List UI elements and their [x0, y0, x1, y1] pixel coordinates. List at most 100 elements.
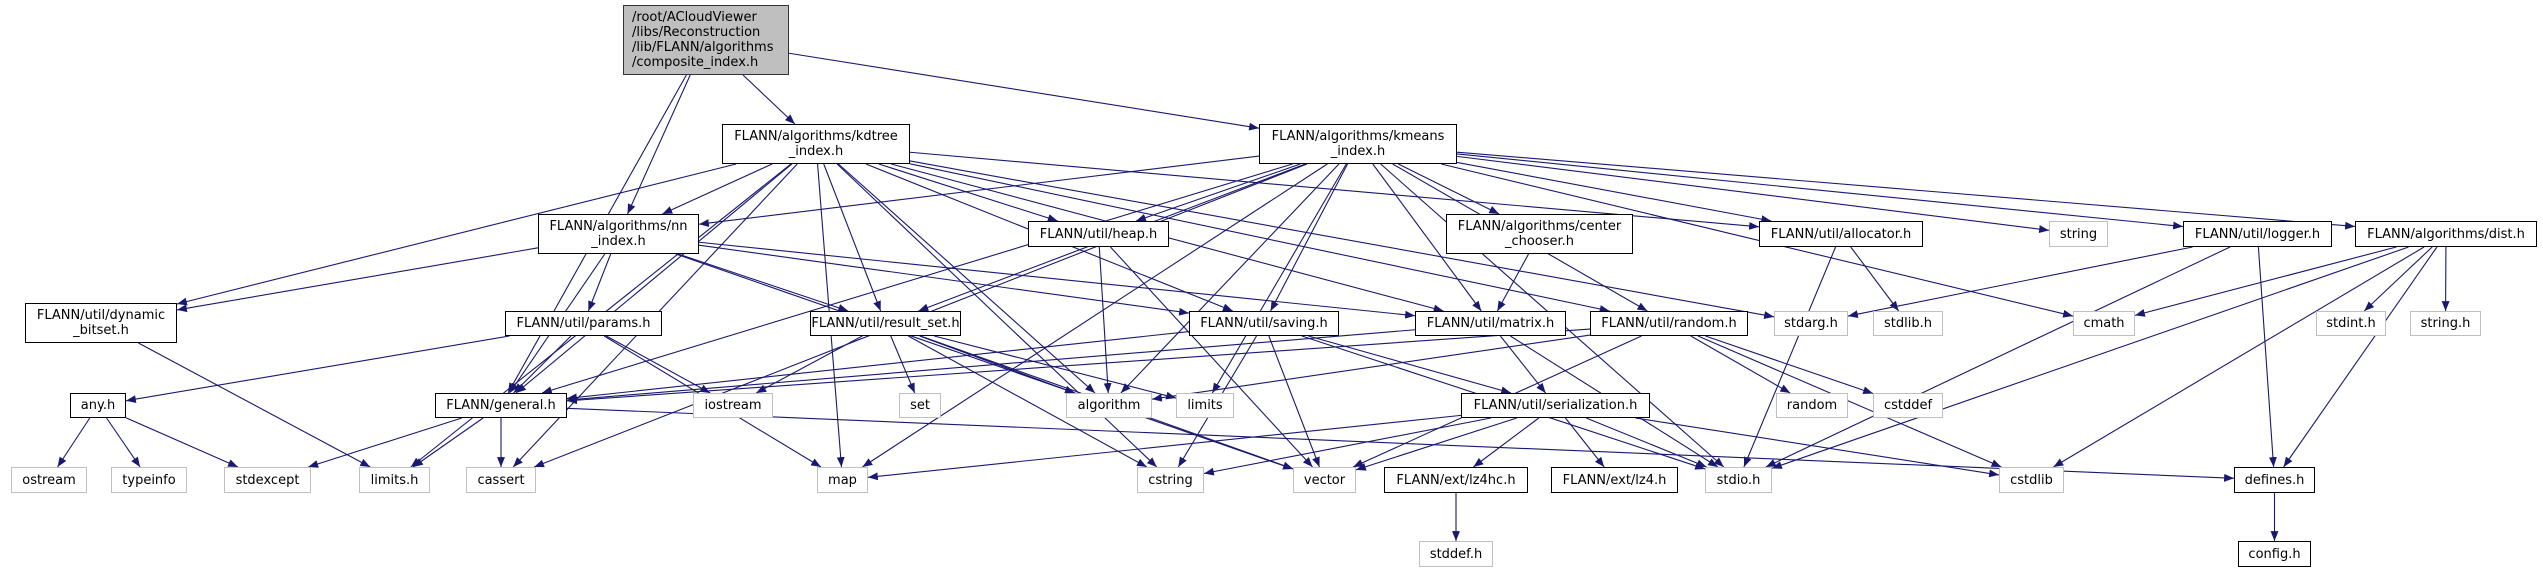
edge-kmeans-to-center_chooser	[1398, 163, 1500, 215]
edge-center_chooser-to-matrix	[1496, 253, 1530, 312]
node-kdtree[interactable]: FLANN/algorithms/kdtree _index.h	[722, 124, 910, 164]
edge-random_h-to-cstddef	[1705, 335, 1874, 395]
edge-kmeans-to-general	[541, 163, 1293, 394]
edge-saving-to-general	[566, 331, 1190, 402]
edge-kmeans-to-nn_index	[698, 155, 1260, 227]
edge-serialization-to-cstdlib	[1635, 417, 2000, 478]
node-algorithm: algorithm	[1066, 393, 1152, 418]
edge-nn_index-to-saving	[698, 244, 1190, 316]
edge-kmeans-to-cmath	[1440, 163, 2074, 318]
edge-dist-to-cstdlib	[2053, 246, 2425, 468]
node-cstddef: cstddef	[1873, 393, 1943, 418]
edge-nn_index-to-vector	[675, 253, 1294, 470]
edge-logger-to-stdio	[1765, 246, 2231, 468]
node-result-set[interactable]: FLANN/util/result_set.h	[810, 311, 961, 336]
edge-random_h-to-random	[1690, 335, 1791, 394]
node-cassert: cassert	[466, 467, 536, 493]
edge-kmeans-to-matrix	[1372, 163, 1482, 312]
node-nn-index[interactable]: FLANN/algorithms/nn _index.h	[538, 214, 699, 254]
node-map: map	[817, 467, 868, 493]
edge-saving-to-vector	[1268, 335, 1320, 468]
edge-saving-to-serialization	[1308, 335, 1512, 395]
node-config[interactable]: config.h	[2238, 541, 2311, 567]
edge-dist-to-stdio	[1771, 246, 2409, 469]
edge-dist-to-cmath	[2134, 246, 2397, 317]
edge-kmeans-to-string	[1456, 155, 2050, 234]
node-dynamic-bitset[interactable]: FLANN/util/dynamic _bitset.h	[25, 303, 177, 343]
edge-root-to-kmeans	[788, 52, 1260, 131]
edge-root-to-kdtree	[742, 74, 796, 125]
edge-root-to-nn_index	[627, 74, 691, 215]
node-stdint: stdint.h	[2316, 311, 2386, 336]
node-dist[interactable]: FLANN/algorithms/dist.h	[2355, 221, 2537, 247]
node-vector: vector	[1293, 467, 1356, 493]
node-logger[interactable]: FLANN/util/logger.h	[2183, 221, 2332, 247]
edge-serialization-to-cstring	[1203, 417, 1492, 476]
edge-dist-to-stdint	[2363, 246, 2433, 312]
edge-kdtree-to-dynamic_bitset	[176, 163, 737, 306]
edge-kmeans-to-limits	[1211, 163, 1347, 394]
edge-serialization-to-map	[867, 414, 1462, 481]
edge-allocator-to-stdio	[1743, 246, 1837, 468]
edge-random_h-to-general	[566, 328, 1591, 405]
node-random-h[interactable]: FLANN/util/random.h	[1590, 311, 1748, 336]
node-stdexcept: stdexcept	[224, 467, 311, 493]
edge-any-to-ostream	[57, 417, 91, 468]
node-string: string	[2049, 221, 2108, 247]
node-typeinfo: typeinfo	[111, 467, 187, 493]
node-stddef: stddef.h	[1419, 541, 1493, 567]
edge-kdtree-to-heap	[878, 163, 1058, 222]
edge-matrix-to-general	[566, 329, 1416, 404]
edge-kmeans-to-heap	[1135, 163, 1301, 222]
node-any[interactable]: any.h	[70, 393, 126, 418]
edge-kdtree-to-stdarg	[909, 160, 1775, 319]
node-general[interactable]: FLANN/general.h	[435, 393, 567, 418]
edge-any-to-stdexcept	[125, 417, 239, 468]
edge-logger-to-stdarg	[1847, 246, 2193, 319]
edge-random_h-to-cstdlib	[1697, 335, 2002, 468]
edge-params-to-general	[513, 335, 572, 394]
edge-params-to-iostream	[606, 335, 711, 394]
edge-nn_index-to-matrix	[698, 241, 1416, 319]
node-limits-h: limits.h	[359, 467, 430, 493]
edge-dist-to-defines	[2283, 246, 2438, 468]
node-set: set	[899, 393, 941, 418]
edge-kdtree-to-random_h	[909, 163, 1610, 313]
edge-nn_index-to-params	[587, 253, 612, 312]
node-serialization[interactable]: FLANN/util/serialization.h	[1461, 393, 1650, 418]
node-params[interactable]: FLANN/util/params.h	[505, 311, 662, 336]
edge-nn_index-to-result_set	[677, 253, 849, 312]
node-lz4[interactable]: FLANN/ext/lz4.h	[1551, 467, 1678, 493]
node-stdio: stdio.h	[1705, 467, 1772, 493]
node-random: random	[1776, 393, 1848, 418]
edge-general-to-stdexcept	[308, 417, 462, 468]
node-defines[interactable]: defines.h	[2234, 467, 2315, 493]
node-cstdlib: cstdlib	[1999, 467, 2064, 493]
edge-params-to-any	[125, 335, 510, 404]
node-ostream: ostream	[11, 467, 87, 493]
edge-dynamic_bitset-to-limits_h	[138, 342, 371, 468]
edge-result_set-to-set	[890, 335, 916, 394]
edge-nn_index-to-dynamic_bitset	[176, 247, 539, 313]
node-string-h: string.h	[2410, 311, 2481, 336]
node-lz4hc[interactable]: FLANN/ext/lz4hc.h	[1384, 467, 1528, 493]
edge-heap-to-vector	[1110, 246, 1313, 468]
node-saving[interactable]: FLANN/util/saving.h	[1189, 311, 1339, 336]
node-root[interactable]: /root/ACloudViewer /libs/Reconstruction …	[623, 5, 789, 75]
edge-any-to-typeinfo	[106, 417, 141, 468]
node-cmath: cmath	[2073, 311, 2135, 336]
node-matrix[interactable]: FLANN/util/matrix.h	[1415, 311, 1566, 336]
edge-serialization-to-vector	[1355, 417, 1517, 471]
edge-serialization-to-lz4	[1564, 417, 1605, 468]
edge-serialization-to-stdio	[1585, 417, 1707, 468]
node-heap[interactable]: FLANN/util/heap.h	[1028, 221, 1169, 247]
edge-kmeans-to-algorithm	[1120, 163, 1340, 394]
node-center-chooser[interactable]: FLANN/algorithms/center _chooser.h	[1446, 214, 1633, 254]
node-iostream: iostream	[693, 393, 773, 418]
edge-kdtree-to-general	[515, 163, 793, 394]
edge-allocator-to-stdlib	[1850, 246, 1900, 312]
edge-kdtree-to-nn_index	[662, 163, 773, 215]
node-kmeans[interactable]: FLANN/algorithms/kmeans _index.h	[1259, 124, 1457, 164]
node-allocator[interactable]: FLANN/util/allocator.h	[1759, 221, 1923, 247]
